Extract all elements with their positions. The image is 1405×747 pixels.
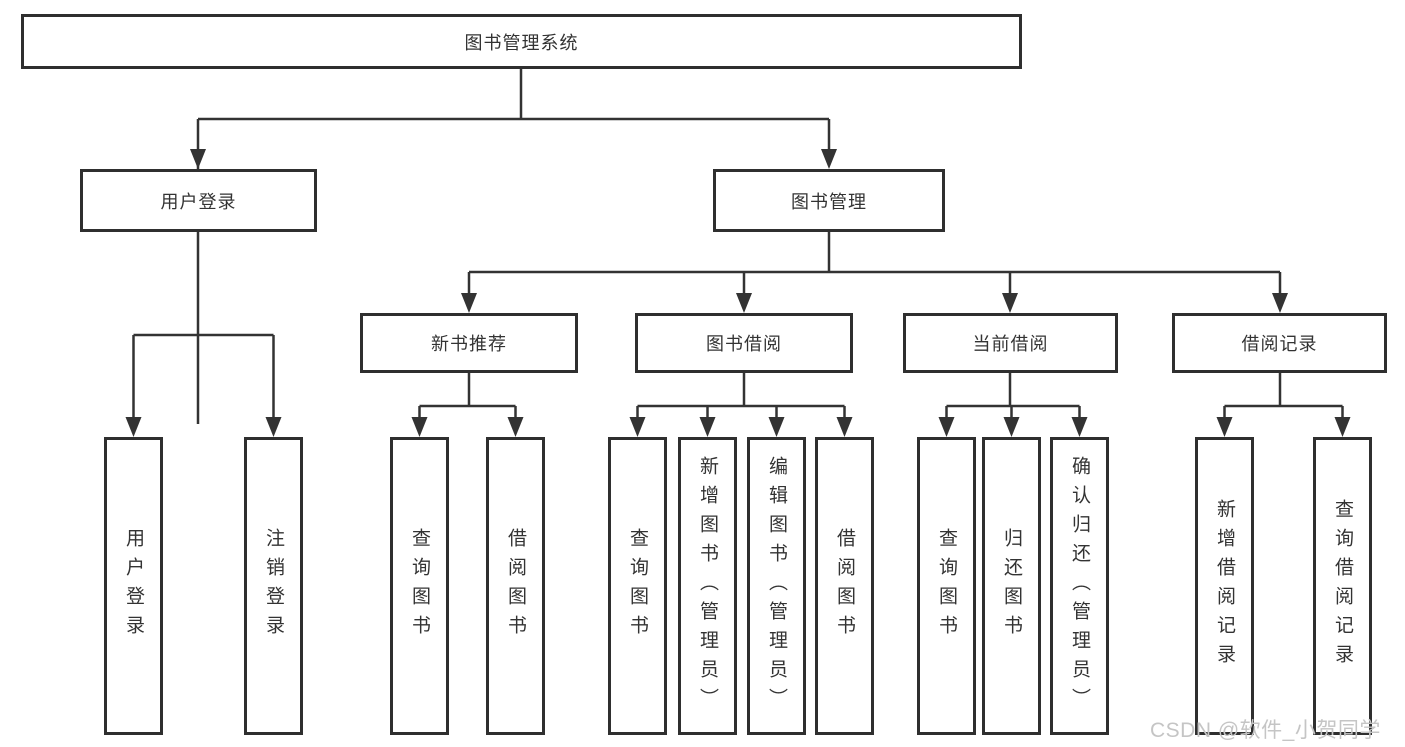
- leaf-confirm-return-admin-label: 确认归还（管理员）: [1069, 455, 1090, 717]
- node-new-book-recommend: 新书推荐: [360, 313, 578, 373]
- leaf-add-borrow-record-label: 新增借阅记录: [1214, 499, 1235, 673]
- leaf-return-books: 归还图书: [982, 437, 1041, 735]
- node-book-management-label: 图书管理: [791, 191, 867, 212]
- node-book-borrow: 图书借阅: [635, 313, 853, 373]
- leaf-query-books-borrow-label: 查询图书: [627, 528, 648, 644]
- leaf-user-login-label: 用户登录: [123, 528, 144, 644]
- leaf-query-books-recommend-label: 查询图书: [409, 528, 430, 644]
- node-new-book-recommend-label: 新书推荐: [431, 334, 507, 354]
- node-user-login-label: 用户登录: [160, 191, 237, 212]
- leaf-borrow-books-label: 借阅图书: [834, 528, 855, 644]
- node-borrow-records-label: 借阅记录: [1241, 334, 1318, 354]
- node-borrow-records: 借阅记录: [1172, 313, 1387, 373]
- leaf-logout-login: 注销登录: [244, 437, 303, 735]
- leaf-user-login: 用户登录: [104, 437, 163, 735]
- node-library-system: 图书管理系统: [21, 14, 1022, 69]
- leaf-query-books-recommend: 查询图书: [390, 437, 449, 735]
- leaf-query-books-borrow: 查询图书: [608, 437, 667, 735]
- leaf-edit-books-admin: 编辑图书（管理员）: [747, 437, 806, 735]
- node-user-login: 用户登录: [80, 169, 317, 232]
- node-book-borrow-label: 图书借阅: [706, 334, 782, 354]
- leaf-borrow-books: 借阅图书: [815, 437, 874, 735]
- node-book-management: 图书管理: [713, 169, 945, 232]
- leaf-query-books-current: 查询图书: [917, 437, 976, 735]
- leaf-query-borrow-record: 查询借阅记录: [1313, 437, 1372, 735]
- leaf-add-books-admin-label: 新增图书（管理员）: [697, 455, 718, 717]
- leaf-query-books-current-label: 查询图书: [936, 528, 957, 644]
- csdn-watermark: CSDN @软件_小贺同学: [1150, 719, 1381, 742]
- leaf-confirm-return-admin: 确认归还（管理员）: [1050, 437, 1109, 735]
- leaf-add-borrow-record: 新增借阅记录: [1195, 437, 1254, 735]
- leaf-borrow-books-recommend: 借阅图书: [486, 437, 545, 735]
- leaf-return-books-label: 归还图书: [1001, 528, 1022, 644]
- node-current-borrow: 当前借阅: [903, 313, 1118, 373]
- node-library-system-label: 图书管理系统: [464, 32, 579, 53]
- leaf-add-books-admin: 新增图书（管理员）: [678, 437, 737, 735]
- node-current-borrow-label: 当前借阅: [972, 334, 1049, 354]
- leaf-query-borrow-record-label: 查询借阅记录: [1332, 499, 1353, 673]
- leaf-borrow-books-recommend-label: 借阅图书: [505, 528, 526, 644]
- leaf-edit-books-admin-label: 编辑图书（管理员）: [766, 455, 787, 717]
- leaf-logout-login-label: 注销登录: [263, 528, 284, 644]
